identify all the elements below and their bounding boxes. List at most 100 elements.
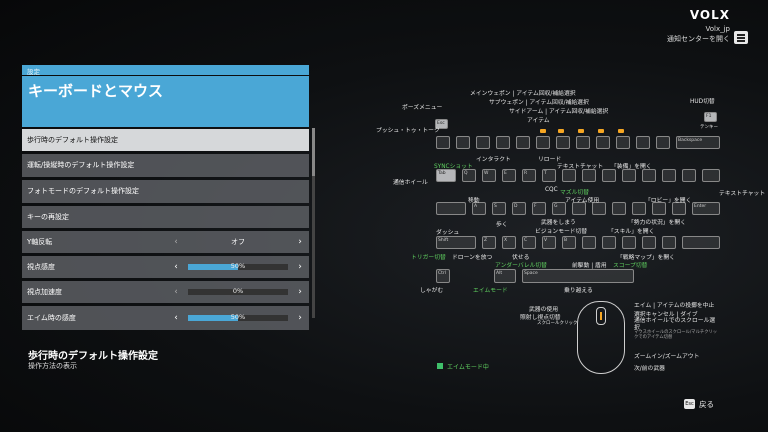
key-x: X — [502, 236, 516, 249]
row-key-remap[interactable]: キーの再設定 — [22, 206, 309, 228]
grenade-icon — [598, 129, 604, 133]
chevron-right-icon[interactable]: › — [298, 237, 302, 247]
slider-value: 0% — [232, 287, 244, 295]
legend-swatch — [437, 363, 443, 369]
key-2 — [456, 136, 470, 149]
label-zoom: ズームイン/ズームアウト — [634, 354, 700, 360]
game-logo: VOLX — [689, 8, 730, 22]
key-bracket-left — [662, 169, 676, 182]
key-e: E — [502, 169, 516, 182]
label-aim-mode: エイムモード — [473, 288, 508, 294]
row-look-acceleration[interactable]: 視点加速度 ‹ 0% › — [22, 281, 309, 303]
row-look-sensitivity[interactable]: 視点感度 ‹ 50% › — [22, 256, 309, 278]
chevron-right-icon[interactable]: › — [298, 262, 302, 272]
key-tab: Tab — [436, 169, 456, 182]
row-walk-default-controls[interactable]: 歩行時のデフォルト操作設定 — [22, 129, 309, 151]
label-select-cancel: 選択キャンセル | ダイブ — [634, 312, 698, 318]
key-alt: Alt — [494, 269, 516, 283]
grenade-icon — [618, 129, 624, 133]
key-period — [642, 236, 656, 249]
row-label: 視点加速度 — [27, 287, 62, 296]
label-interact: インタラクト — [476, 157, 511, 163]
chevron-left-icon[interactable]: ‹ — [174, 237, 178, 247]
label-text-chat: テキストチャット — [557, 164, 604, 170]
key-semicolon — [652, 202, 666, 215]
key-i — [602, 169, 616, 182]
legend-label: エイムモード中 — [447, 364, 489, 371]
menu-icon[interactable] — [734, 31, 748, 44]
label-weapon-use: 武器の使用 — [529, 307, 558, 313]
key-9 — [596, 136, 610, 149]
label-hud-toggle: HUD切替 — [690, 99, 715, 105]
chevron-left-icon[interactable]: ‹ — [174, 313, 178, 323]
key-esc: Esc — [435, 119, 448, 129]
description-subtitle: 操作方法の表示 — [28, 362, 77, 370]
key-minus — [636, 136, 650, 149]
row-value: オフ — [231, 238, 245, 246]
mouse-wheel-icon — [596, 307, 606, 325]
row-label: エイム時の感度 — [27, 313, 76, 322]
key-esc-back[interactable]: Esc — [684, 399, 695, 409]
label-prone: 伏せる — [512, 255, 530, 261]
label-move: 移動 — [468, 198, 480, 204]
key-l — [632, 202, 646, 215]
key-4 — [496, 136, 510, 149]
label-next-prev-weapon: 次/前の武器 — [634, 366, 665, 372]
key-m — [602, 236, 616, 249]
row-photo-mode-default-controls[interactable]: フォトモードのデフォルト操作設定 — [22, 180, 309, 203]
username: Volx_jp — [705, 25, 730, 33]
row-label: フォトモードのデフォルト操作設定 — [27, 187, 139, 196]
label-dash: ダッシュ — [436, 230, 460, 236]
grenade-icon — [578, 129, 584, 133]
key-8 — [576, 136, 590, 149]
row-invert-y[interactable]: Y軸反転 ‹ オフ › — [22, 231, 309, 253]
back-button[interactable]: 戻る — [699, 400, 714, 409]
key-p — [642, 169, 656, 182]
key-v: V — [542, 236, 556, 249]
label-pause-menu: ポーズメニュー — [402, 105, 443, 111]
chevron-left-icon[interactable]: ‹ — [174, 287, 178, 297]
key-space: Space — [522, 269, 634, 283]
chevron-right-icon[interactable]: › — [298, 313, 302, 323]
slider-track[interactable]: 50% — [188, 262, 288, 270]
label-forward-drive: 前駆動 | 盾用 — [572, 263, 607, 269]
label-sub-weapon: サブウェポン | アイテム回収/補給選択 — [489, 100, 589, 106]
key-q: Q — [462, 169, 476, 182]
key-shift: Shift — [436, 236, 476, 249]
key-backslash — [702, 169, 720, 182]
slider-track[interactable]: 0% — [188, 287, 288, 295]
label-sidearm: サイドアーム | アイテム回収/補給選択 — [509, 109, 609, 115]
scrollbar-thumb[interactable] — [312, 128, 315, 176]
row-label: キーの再設定 — [27, 212, 69, 221]
slider-track[interactable]: 50% — [188, 313, 288, 321]
key-f: F — [532, 202, 546, 215]
key-d: D — [512, 202, 526, 215]
label-wheel-scroll: 通信ホイールでのスクロール選択 — [634, 318, 716, 331]
key-right-shift — [682, 236, 720, 249]
chevron-right-icon[interactable]: › — [298, 287, 302, 297]
label-reload: リロード — [538, 157, 562, 163]
key-o — [622, 169, 636, 182]
label-stow-weapon: 武器をしまう — [541, 220, 576, 226]
key-y — [562, 169, 576, 182]
section-label: 設定 — [22, 65, 309, 76]
grenade-icon — [540, 129, 546, 133]
label-push-to-talk: プッシュ・トゥ・トーク — [376, 128, 440, 134]
label-scroll-click: スクロールクリック — [537, 321, 578, 326]
key-w: W — [482, 169, 496, 182]
row-vehicle-default-controls[interactable]: 運転/操縦時のデフォルト操作設定 — [22, 154, 309, 177]
key-g: G — [552, 202, 566, 215]
label-switch-view: 照射し視点切替 — [520, 315, 561, 321]
row-aim-sensitivity[interactable]: エイム時の感度 ‹ 50% › — [22, 306, 309, 330]
open-notification-center-label[interactable]: 通知センターを開く — [667, 35, 730, 43]
key-h — [572, 202, 586, 215]
label-open-skills: 「スキル」を開く — [608, 229, 655, 235]
label-vision-mode: ビジョンモード切替 — [535, 229, 588, 235]
label-wheel-note: マウスホイールのスクロール/マルチクリックでのアイテム切替 — [634, 330, 718, 340]
key-bracket-right — [682, 169, 696, 182]
chevron-left-icon[interactable]: ‹ — [174, 262, 178, 272]
label-scope-switch: スコープ切替 — [613, 263, 648, 269]
description-title: 歩行時のデフォルト操作設定 — [28, 351, 158, 362]
scrollbar-track[interactable] — [312, 128, 315, 318]
label-muzzle-switch: マズル切替 — [560, 190, 589, 196]
